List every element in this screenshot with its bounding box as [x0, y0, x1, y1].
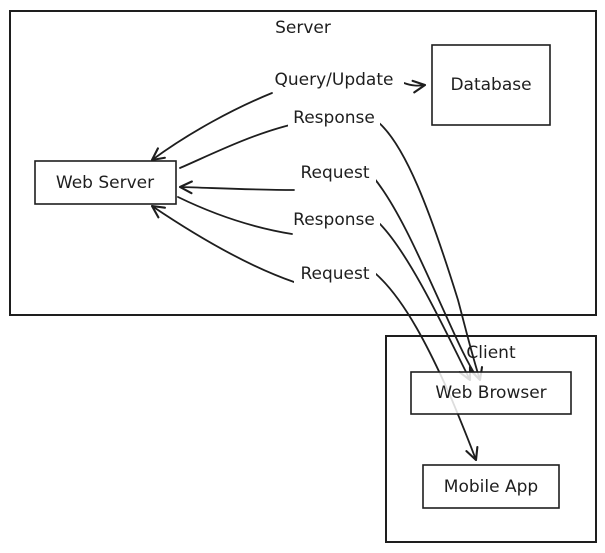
edge-label-query-update: Query/Update — [275, 70, 394, 90]
server-container: Server — [9, 10, 597, 316]
app-request-line-from-mobile-app — [375, 273, 479, 462]
server-container-label: Server — [275, 18, 331, 38]
node-database-label: Database — [450, 75, 531, 95]
browser-response-line-from-web-server — [177, 196, 293, 235]
query-update-arrow-to-database — [403, 79, 427, 94]
node-web-browser: Web Browser — [410, 371, 572, 415]
browser-response-arrow-to-web-browser — [379, 223, 472, 382]
node-mobile-app-label: Mobile App — [444, 477, 538, 497]
node-web-server: Web Server — [34, 160, 177, 205]
browser-request-arrow-to-web-server — [178, 180, 295, 195]
edge-label-browser-response: Response — [293, 210, 375, 230]
app-request-arrow-to-web-server — [150, 204, 295, 283]
client-container: Client — [385, 335, 597, 543]
query-update-arrow-to-web-server — [150, 92, 273, 162]
node-web-server-label: Web Server — [56, 173, 154, 193]
edge-label-browser-request: Request — [300, 163, 369, 183]
edge-label-db-response: Response — [293, 108, 375, 128]
node-database: Database — [431, 44, 551, 126]
browser-request-line-from-web-browser — [373, 177, 477, 377]
client-container-label: Client — [466, 343, 516, 363]
db-response-line-to-web-browser — [377, 121, 484, 382]
edge-label-app-request: Request — [300, 264, 369, 284]
db-response-line-to-web-server — [179, 124, 291, 169]
node-mobile-app: Mobile App — [422, 464, 560, 509]
connections — [150, 79, 484, 462]
node-web-browser-label: Web Browser — [435, 383, 546, 403]
edge-labels: Query/Update Response Request Response R… — [264, 68, 404, 285]
